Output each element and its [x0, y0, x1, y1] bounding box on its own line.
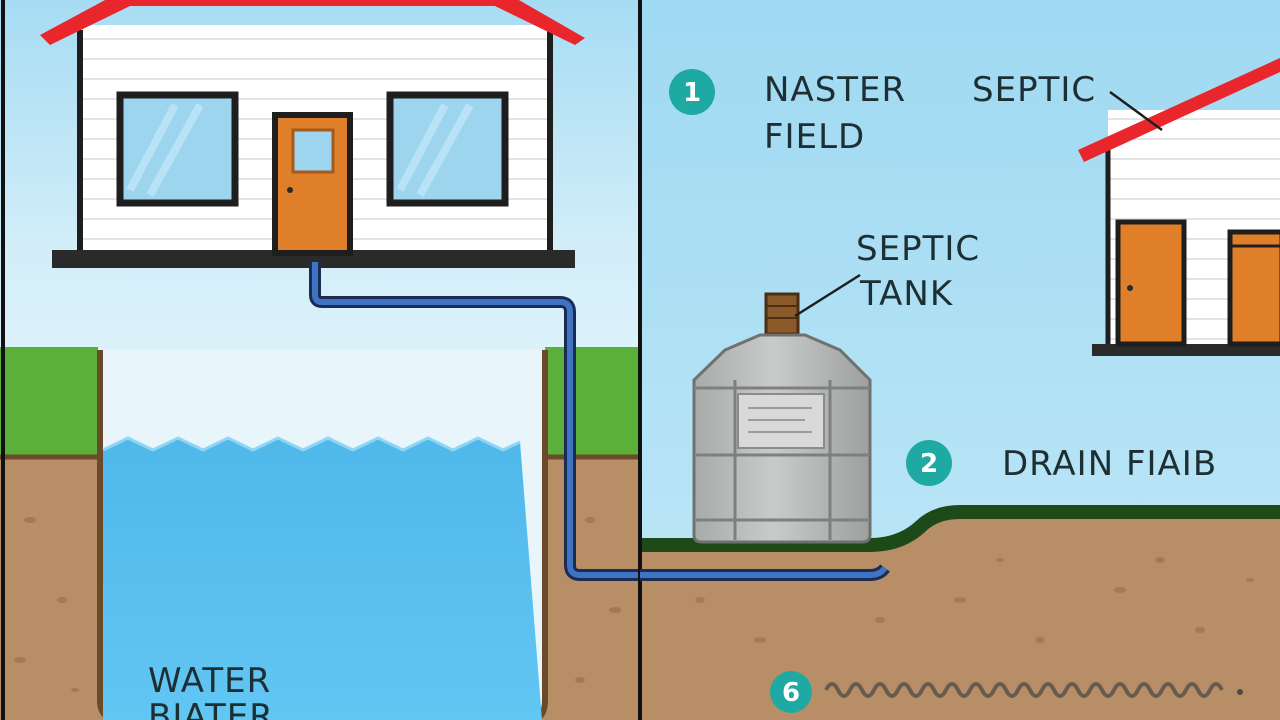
- badge-2-text: 2: [920, 449, 938, 479]
- septic-label: SEPTIC: [856, 229, 980, 269]
- tank-pointer: [794, 273, 861, 318]
- water-label-2: BIATER: [148, 697, 274, 720]
- right-house-foundation: [1092, 344, 1280, 356]
- right-roof: [1078, 58, 1280, 162]
- soil-speckles: [14, 517, 621, 692]
- field-label: FIELD: [764, 117, 865, 157]
- badge-1-text: 1: [683, 78, 701, 108]
- right-soil-speckles: [695, 557, 1254, 643]
- right-panel: 1 NASTER FIELD SEPTIC SEPTIC TANK 2 DRAI…: [640, 0, 1280, 720]
- door-window: [291, 128, 335, 174]
- drain-label: DRAIN FIAIB: [1002, 444, 1217, 484]
- left-panel: WATER BIATER: [0, 0, 640, 720]
- right-door: [1115, 219, 1187, 347]
- badge-6-text: 6: [782, 678, 800, 708]
- right-door-2: [1227, 229, 1280, 347]
- scribble-text: [824, 682, 1224, 698]
- septic-tank: [692, 292, 872, 544]
- badge-1: [669, 69, 715, 115]
- badge-6: [770, 671, 812, 713]
- right-soil: [642, 515, 1280, 720]
- well-water: [103, 438, 542, 720]
- septic-pointer: [1109, 90, 1163, 132]
- left-window: [116, 91, 239, 207]
- left-grass-left: [0, 347, 98, 455]
- badge-2: [906, 440, 952, 486]
- right-house: [1078, 58, 1280, 356]
- tank-cap: [764, 292, 800, 336]
- right-grass: [642, 505, 1280, 552]
- naster-label: NASTER: [764, 70, 906, 110]
- house-foundation: [52, 250, 575, 268]
- left-house: [40, 0, 585, 268]
- septic-top-label: SEPTIC: [972, 70, 1096, 110]
- water-label: WATER: [148, 661, 271, 701]
- tank-label: TANK: [859, 274, 954, 314]
- left-grass-right: [545, 347, 640, 455]
